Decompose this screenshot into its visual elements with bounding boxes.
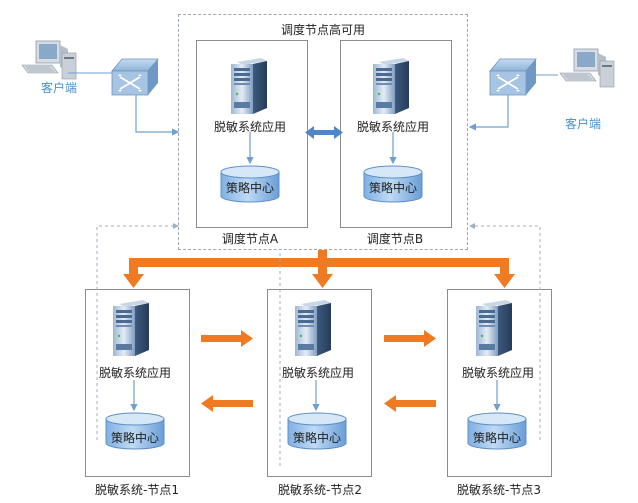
server-tower-icon-b [373, 58, 409, 114]
worker-3-caption: 脱敏系统-节点3 [457, 483, 541, 497]
desktop-computer-icon-left [21, 40, 77, 80]
link-left-switch-ha [135, 95, 180, 136]
server-tower-icon-1 [113, 300, 149, 356]
replication-arrows [201, 330, 436, 412]
link-right-switch-ha [468, 95, 509, 131]
worker-2-caption: 脱敏系统-节点2 [278, 483, 362, 497]
network-switch-icon-left [111, 58, 159, 96]
worker-2-app-label: 脱敏系统应用 [281, 366, 355, 380]
worker-1-db-label: 策略中心 [110, 431, 160, 445]
worker-1-caption: 脱敏系统-节点1 [95, 483, 179, 497]
sync-double-arrow [305, 126, 343, 139]
client-label-right: 客户端 [564, 117, 602, 131]
worker-2-db-label: 策略中心 [292, 431, 342, 445]
scheduler-a-caption: 调度节点A [221, 232, 279, 246]
worker-1-app-label: 脱敏系统应用 [98, 366, 172, 380]
distribution-bus-arrows [123, 250, 515, 288]
server-tower-icon-3 [476, 300, 512, 356]
worker-3-app-label: 脱敏系统应用 [461, 366, 535, 380]
ha-group-title: 调度节点高可用 [280, 23, 366, 37]
server-tower-icon-2 [295, 300, 331, 356]
scheduler-a-app-label: 脱敏系统应用 [213, 120, 287, 134]
dashed-feedback-links [96, 223, 541, 466]
scheduler-b-app-label: 脱敏系统应用 [356, 120, 430, 134]
client-label-left: 客户端 [40, 81, 78, 95]
network-switch-icon-right [489, 58, 537, 96]
worker-3-db-label: 策略中心 [472, 431, 522, 445]
desktop-computer-icon-right [559, 48, 615, 88]
scheduler-b-db-label: 策略中心 [368, 181, 418, 195]
scheduler-a-db-label: 策略中心 [225, 181, 275, 195]
scheduler-b-caption: 调度节点B [366, 232, 424, 246]
server-tower-icon-a [231, 58, 267, 114]
